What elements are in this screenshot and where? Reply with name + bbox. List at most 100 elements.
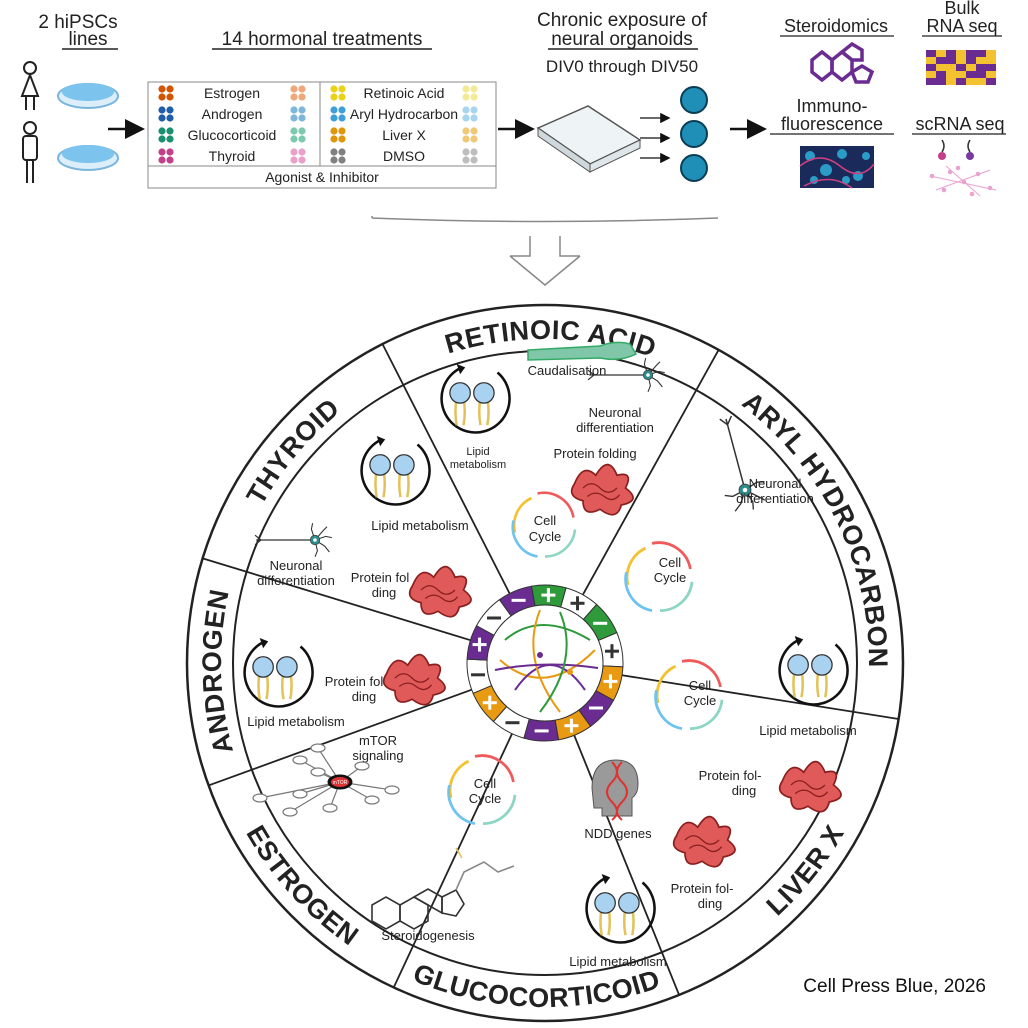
exposure-title-1: Chronic exposure of <box>537 10 708 31</box>
effect-label: Neuronal <box>749 476 802 491</box>
cell-cycle-icon <box>654 659 724 731</box>
inhibitor-dots-icon <box>462 127 478 143</box>
exposure-subtitle: DIV0 through DIV50 <box>546 57 698 76</box>
effect-label: Lipid metabolism <box>247 714 345 729</box>
treatment-label: Glucocorticoid <box>188 127 277 143</box>
mtor-node-label: mTOR <box>333 780 348 786</box>
inhibitor-dots-icon <box>462 85 478 101</box>
treatments-title: 14 hormonal treatments <box>222 29 423 50</box>
effect-label: Lipid metabolism <box>569 954 667 969</box>
female-icon <box>20 61 40 110</box>
output-scrna: scRNA seq <box>915 114 1004 134</box>
effect-label: ding <box>698 896 723 911</box>
effect-label: Lipid <box>466 446 489 458</box>
treatment-label: Liver X <box>382 127 426 143</box>
effect-label: Lipid metabolism <box>759 723 857 738</box>
agonist-dots-icon <box>158 127 174 143</box>
output-bulk-1: Bulk <box>944 0 980 18</box>
inhibitor-dots-icon <box>462 148 478 164</box>
effect-label: ding <box>372 585 397 600</box>
cell-cycle-icon <box>511 491 577 558</box>
effect-label: ding <box>352 689 377 704</box>
neuron-icon <box>719 415 766 512</box>
effect-label: Cell <box>659 555 682 570</box>
cell-cycle-icon <box>447 754 517 826</box>
effect-label: Lipid metabolism <box>371 518 469 533</box>
male-icon <box>22 121 38 183</box>
effect-label: ding <box>732 783 757 798</box>
treatments-footer: Agonist & Inhibitor <box>265 169 379 185</box>
flow-arrow <box>371 216 719 286</box>
effect-label: NDD genes <box>584 826 652 841</box>
protein-icon <box>570 463 634 516</box>
agonist-dots-icon <box>158 85 174 101</box>
agonist-dots-icon <box>330 85 346 101</box>
culture-dish-icon <box>57 83 119 171</box>
effect-label: Cycle <box>469 791 502 806</box>
effect-label: Caudalisation <box>528 363 607 378</box>
effect-label: differentiation <box>257 573 335 588</box>
output-immuno-1: Immuno- <box>796 96 867 116</box>
effect-label: differentiation <box>736 491 814 506</box>
microscopy-icon <box>799 146 875 189</box>
agonist-dots-icon <box>330 148 346 164</box>
treatment-label: DMSO <box>383 148 425 164</box>
output-bulk-2: RNA seq <box>926 16 997 36</box>
protein-icon <box>672 815 736 868</box>
agonist-dots-icon <box>330 127 346 143</box>
protein-icon <box>778 760 842 813</box>
treatments-table <box>147 81 497 189</box>
lipid-icon <box>243 638 314 708</box>
agonist-dots-icon <box>158 106 174 122</box>
inhibitor-dots-icon <box>462 106 478 122</box>
credit-label: Cell Press Blue, 2026 <box>803 976 986 997</box>
organoid-icon <box>680 86 708 182</box>
effect-label: Cell <box>474 776 497 791</box>
effect-label: Protein fol- <box>671 881 734 896</box>
steroid-structure-icon <box>371 847 515 930</box>
lines-title-1: 2 hiPSCs <box>38 12 117 33</box>
effect-label: signaling <box>352 748 403 763</box>
exposure-title-2: neural organoids <box>551 29 693 50</box>
output-steroidomics: Steroidomics <box>784 16 888 36</box>
effect-label: Protein fol <box>351 570 410 585</box>
treatment-label: Androgen <box>202 106 263 122</box>
effect-label: Cell <box>689 678 712 693</box>
effect-label: Protein fol- <box>699 768 762 783</box>
treatment-label: Retinoic Acid <box>364 85 445 101</box>
lipid-icon <box>360 436 431 506</box>
single-cell-icon <box>929 139 997 197</box>
well-plate-icon <box>536 105 642 173</box>
lipid-icon <box>585 874 656 944</box>
header: 2 hiPSCs lines 14 hormonal treatments <box>20 0 1006 286</box>
effect-label: Neuronal <box>589 405 642 420</box>
effect-label: Steroidogenesis <box>381 928 475 943</box>
neuron-icon <box>587 358 665 393</box>
effect-label: differentiation <box>576 420 654 435</box>
lipid-icon <box>440 364 511 434</box>
effect-label: Cycle <box>654 570 687 585</box>
cell-cycle-icon <box>624 541 694 613</box>
heatmap-icon <box>926 50 996 85</box>
signaling-network-icon <box>252 743 400 817</box>
neuron-icon <box>254 523 332 558</box>
agonist-dots-icon <box>158 148 174 164</box>
inhibitor-dots-icon <box>290 106 306 122</box>
protein-icon <box>408 565 472 618</box>
treatment-label: Thyroid <box>209 148 256 164</box>
effect-label: Cycle <box>529 529 562 544</box>
effect-label: Neuronal <box>270 558 323 573</box>
protein-icon <box>382 653 446 706</box>
treatment-label: Aryl Hydrocarbon <box>350 106 458 122</box>
effect-label: Cell <box>534 513 557 528</box>
embryo-icon <box>527 341 638 361</box>
inhibitor-dots-icon <box>290 85 306 101</box>
lipid-icon <box>778 636 849 706</box>
effect-label: Cycle <box>684 693 717 708</box>
output-immuno-2: fluorescence <box>781 114 883 134</box>
inhibitor-dots-icon <box>290 148 306 164</box>
effect-label: Protein fol <box>325 674 384 689</box>
effect-label: Protein folding <box>553 446 636 461</box>
treatment-label: Estrogen <box>204 85 260 101</box>
